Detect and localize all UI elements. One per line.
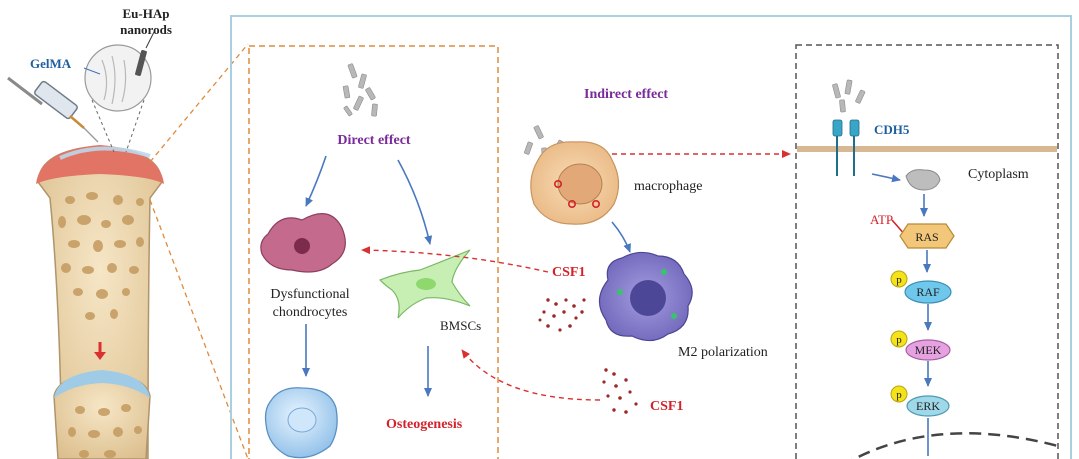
direct-effect-box xyxy=(248,45,499,459)
healthy-chondrocyte-cell xyxy=(264,387,338,459)
arrow-direct-to-chondro xyxy=(305,155,327,207)
cytoplasm-label: Cytoplasm xyxy=(968,167,1029,182)
raf-label: RAF xyxy=(916,285,940,299)
adaptor-protein xyxy=(905,169,941,191)
down-arrow-icon xyxy=(94,352,106,360)
bmscs-label: BMSCs xyxy=(440,318,481,333)
raf-node xyxy=(904,280,952,304)
nanorods-cluster-direct xyxy=(342,63,378,117)
arrow-direct-to-bmsc xyxy=(397,159,433,245)
phospho-label-raf: p xyxy=(896,274,902,286)
phospho-mek-icon xyxy=(890,330,908,348)
erk-label: ERK xyxy=(916,399,940,413)
m2-polarization-label: M2 polarization xyxy=(678,345,768,360)
bmsc-cell xyxy=(378,249,471,319)
direct-effect-label: Direct effect xyxy=(337,133,411,148)
dysfunctional-label-line2: chondrocytes xyxy=(273,305,348,320)
indirect-effect-label: Indirect effect xyxy=(584,87,668,102)
gelma-coating xyxy=(59,146,151,160)
ras-label: RAS xyxy=(915,230,938,244)
arrow-csf1-to-bmsc xyxy=(461,349,601,401)
phospho-erk-icon xyxy=(890,385,908,403)
eu-hap-label-line2: nanorods xyxy=(120,22,172,37)
cdh5-label: CDH5 xyxy=(874,122,910,137)
zoom-line-bottom xyxy=(149,199,249,459)
atp-label: ATP xyxy=(870,212,893,227)
nanorods-cluster-pathway xyxy=(832,79,866,113)
zoom-callout xyxy=(84,44,152,112)
phospho-label-erk: p xyxy=(896,389,902,401)
mek-node xyxy=(905,339,951,361)
syringe-icon xyxy=(7,76,99,143)
arrow-csf1-to-chondro xyxy=(361,246,549,273)
phospho-raf-icon xyxy=(890,270,908,288)
cdh5-receptor xyxy=(832,119,860,176)
arrow-macrophage-to-m2 xyxy=(611,221,631,253)
csf1-particles-upper xyxy=(538,298,586,332)
pathway-box xyxy=(795,44,1059,459)
csf1-label-lower: CSF1 xyxy=(650,399,683,414)
trabecular-pores xyxy=(58,192,144,320)
zoom-line-top xyxy=(149,43,249,163)
erk-node xyxy=(906,395,950,417)
treated-coating xyxy=(54,370,150,398)
mek-label: MEK xyxy=(915,343,942,357)
osteogenesis-label: Osteogenesis xyxy=(386,417,463,432)
phospho-label-mek: p xyxy=(896,334,902,346)
eu-hap-label-line1: Eu-HAp xyxy=(123,6,170,21)
m2-macrophage-cell xyxy=(598,251,693,342)
csf1-label-upper: CSF1 xyxy=(552,265,585,280)
macrophage-label: macrophage xyxy=(634,179,702,194)
dysfunctional-label-line1: Dysfunctional xyxy=(270,287,349,302)
cell-membrane xyxy=(797,146,1057,152)
arrow-cdh5-to-adaptor xyxy=(871,173,901,183)
gelma-label: GelMA xyxy=(30,56,72,71)
bone-illustration xyxy=(7,31,164,459)
main-panel xyxy=(230,15,1072,459)
dysfunctional-chondrocyte-cell xyxy=(260,213,346,273)
ras-node xyxy=(899,223,955,249)
nuclear-envelope xyxy=(851,432,1059,459)
macrophage-cell xyxy=(530,141,620,225)
csf1-particles-lower xyxy=(602,368,638,414)
